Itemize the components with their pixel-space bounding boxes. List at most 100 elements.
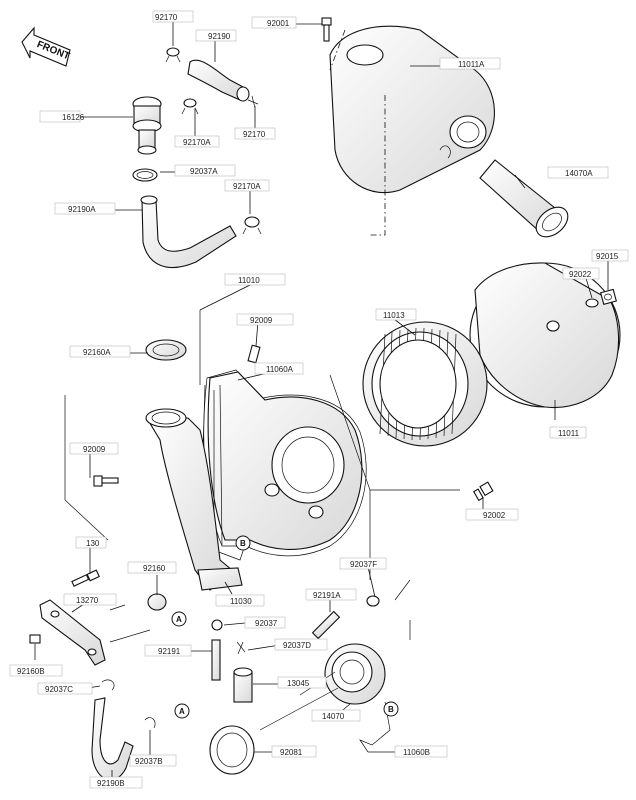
label-11013: 11013 [375,308,417,321]
svg-text:B: B [240,539,246,548]
base-plate-11010 [199,371,363,561]
svg-text:A: A [176,615,182,624]
label-92160B: 92160B [9,664,63,677]
label-11011: 11011 [549,426,587,439]
air-duct-11011A [329,25,495,194]
svg-text:92190B: 92190B [97,779,125,788]
label-92015: 92015 [591,249,629,262]
clip-92037B [144,717,156,729]
svg-text:130: 130 [86,539,100,548]
bracket-13270 [39,599,106,666]
svg-text:92081: 92081 [280,748,303,757]
svg-text:11010: 11010 [238,276,260,285]
clamp-92170A [181,98,199,115]
svg-text:92160: 92160 [143,564,166,573]
funnel-14070A [479,159,569,238]
ring-92160A [145,339,187,361]
svg-text:92160A: 92160A [83,348,111,357]
label-13045: 13045 [277,676,327,689]
clamp-92170-b [247,95,259,109]
svg-text:92160B: 92160B [17,667,45,676]
clip-92037D [236,641,246,655]
svg-text:92190: 92190 [208,32,231,41]
bolt-130 [71,569,100,587]
group-outline [64,310,460,580]
label-92037A: 92037A [174,164,236,177]
svg-text:13270: 13270 [76,596,99,605]
cap-13045 [233,667,253,703]
svg-text:92002: 92002 [483,511,506,520]
clip-92037C [101,679,115,691]
gasket-11060B [359,701,391,753]
label-11010: 11010 [224,273,286,286]
label-92009-r: 92009 [236,313,294,326]
svg-text:92022: 92022 [569,270,592,279]
svg-text:92009: 92009 [250,316,273,325]
svg-text:92015: 92015 [596,252,619,261]
filter-element-11013 [362,321,488,447]
svg-text:11060A: 11060A [266,365,294,374]
pipe-92191A [311,610,341,640]
label-92022: 92022 [562,267,600,280]
front-arrow-icon: FRONT [21,26,71,67]
svg-text:11013: 11013 [383,311,405,320]
svg-text:92037D: 92037D [283,641,311,650]
callout-A-2: A [174,703,190,719]
svg-text:92037A: 92037A [190,167,218,176]
nut-92015 [599,288,617,306]
label-92190B: 92190B [89,776,143,789]
funnel-14070 [324,643,386,705]
callout-A-1: A [171,611,187,627]
svg-text:92191: 92191 [158,647,181,656]
grommet-92160 [147,593,167,611]
svg-text:92191A: 92191A [313,591,341,600]
label-92009-l: 92009 [69,442,119,455]
callout-B-1: B [235,535,251,551]
bolt-92009-top [247,344,261,364]
label-11060B: 11060B [394,745,448,758]
label-92160A: 92160A [69,345,131,358]
svg-text:11030: 11030 [230,597,252,606]
svg-text:92170: 92170 [155,13,178,22]
clip-92037F [366,595,380,607]
label-130: 130 [75,536,107,549]
clamp-92170 [165,47,181,63]
label-92170A-1: 92170A [174,135,220,148]
svg-text:92170A: 92170A [233,182,261,191]
label-92081: 92081 [271,745,317,758]
part-labels: 92170 92190 92001 11011A 16126 92170A 92… [9,10,629,789]
label-92190: 92190 [195,29,237,42]
label-11011A: 11011A [439,57,501,70]
svg-text:92037: 92037 [255,619,278,628]
label-92037: 92037 [244,616,286,629]
svg-text:92037C: 92037C [45,685,73,694]
label-11060A: 11060A [254,362,304,375]
label-92002: 92002 [465,508,519,521]
svg-text:11011A: 11011A [458,60,485,69]
svg-text:92170: 92170 [243,130,266,139]
svg-text:13045: 13045 [287,679,310,688]
label-92170-top: 92170 [152,10,194,23]
label-92170A-2: 92170A [224,179,270,192]
svg-text:92170A: 92170A [183,138,211,147]
label-11030: 11030 [215,594,265,607]
svg-text:A: A [179,707,185,716]
label-92160: 92160 [127,561,177,574]
svg-text:14070: 14070 [322,712,345,721]
label-92037C: 92037C [37,682,93,695]
valve-11030 [197,567,243,591]
svg-text:92037B: 92037B [135,757,163,766]
label-92037F: 92037F [339,557,387,570]
svg-text:92009: 92009 [83,445,106,454]
svg-text:11011: 11011 [558,429,580,438]
hose-92190B [91,697,134,781]
clamp-92037A [132,168,158,182]
hose-92190 [187,59,250,102]
intake-tube [145,408,233,591]
svg-text:92037F: 92037F [350,560,377,569]
damper-92160B [29,634,41,644]
label-92190A: 92190A [54,202,116,215]
label-92170-b: 92170 [234,127,276,140]
bolt-92002 [473,481,494,502]
